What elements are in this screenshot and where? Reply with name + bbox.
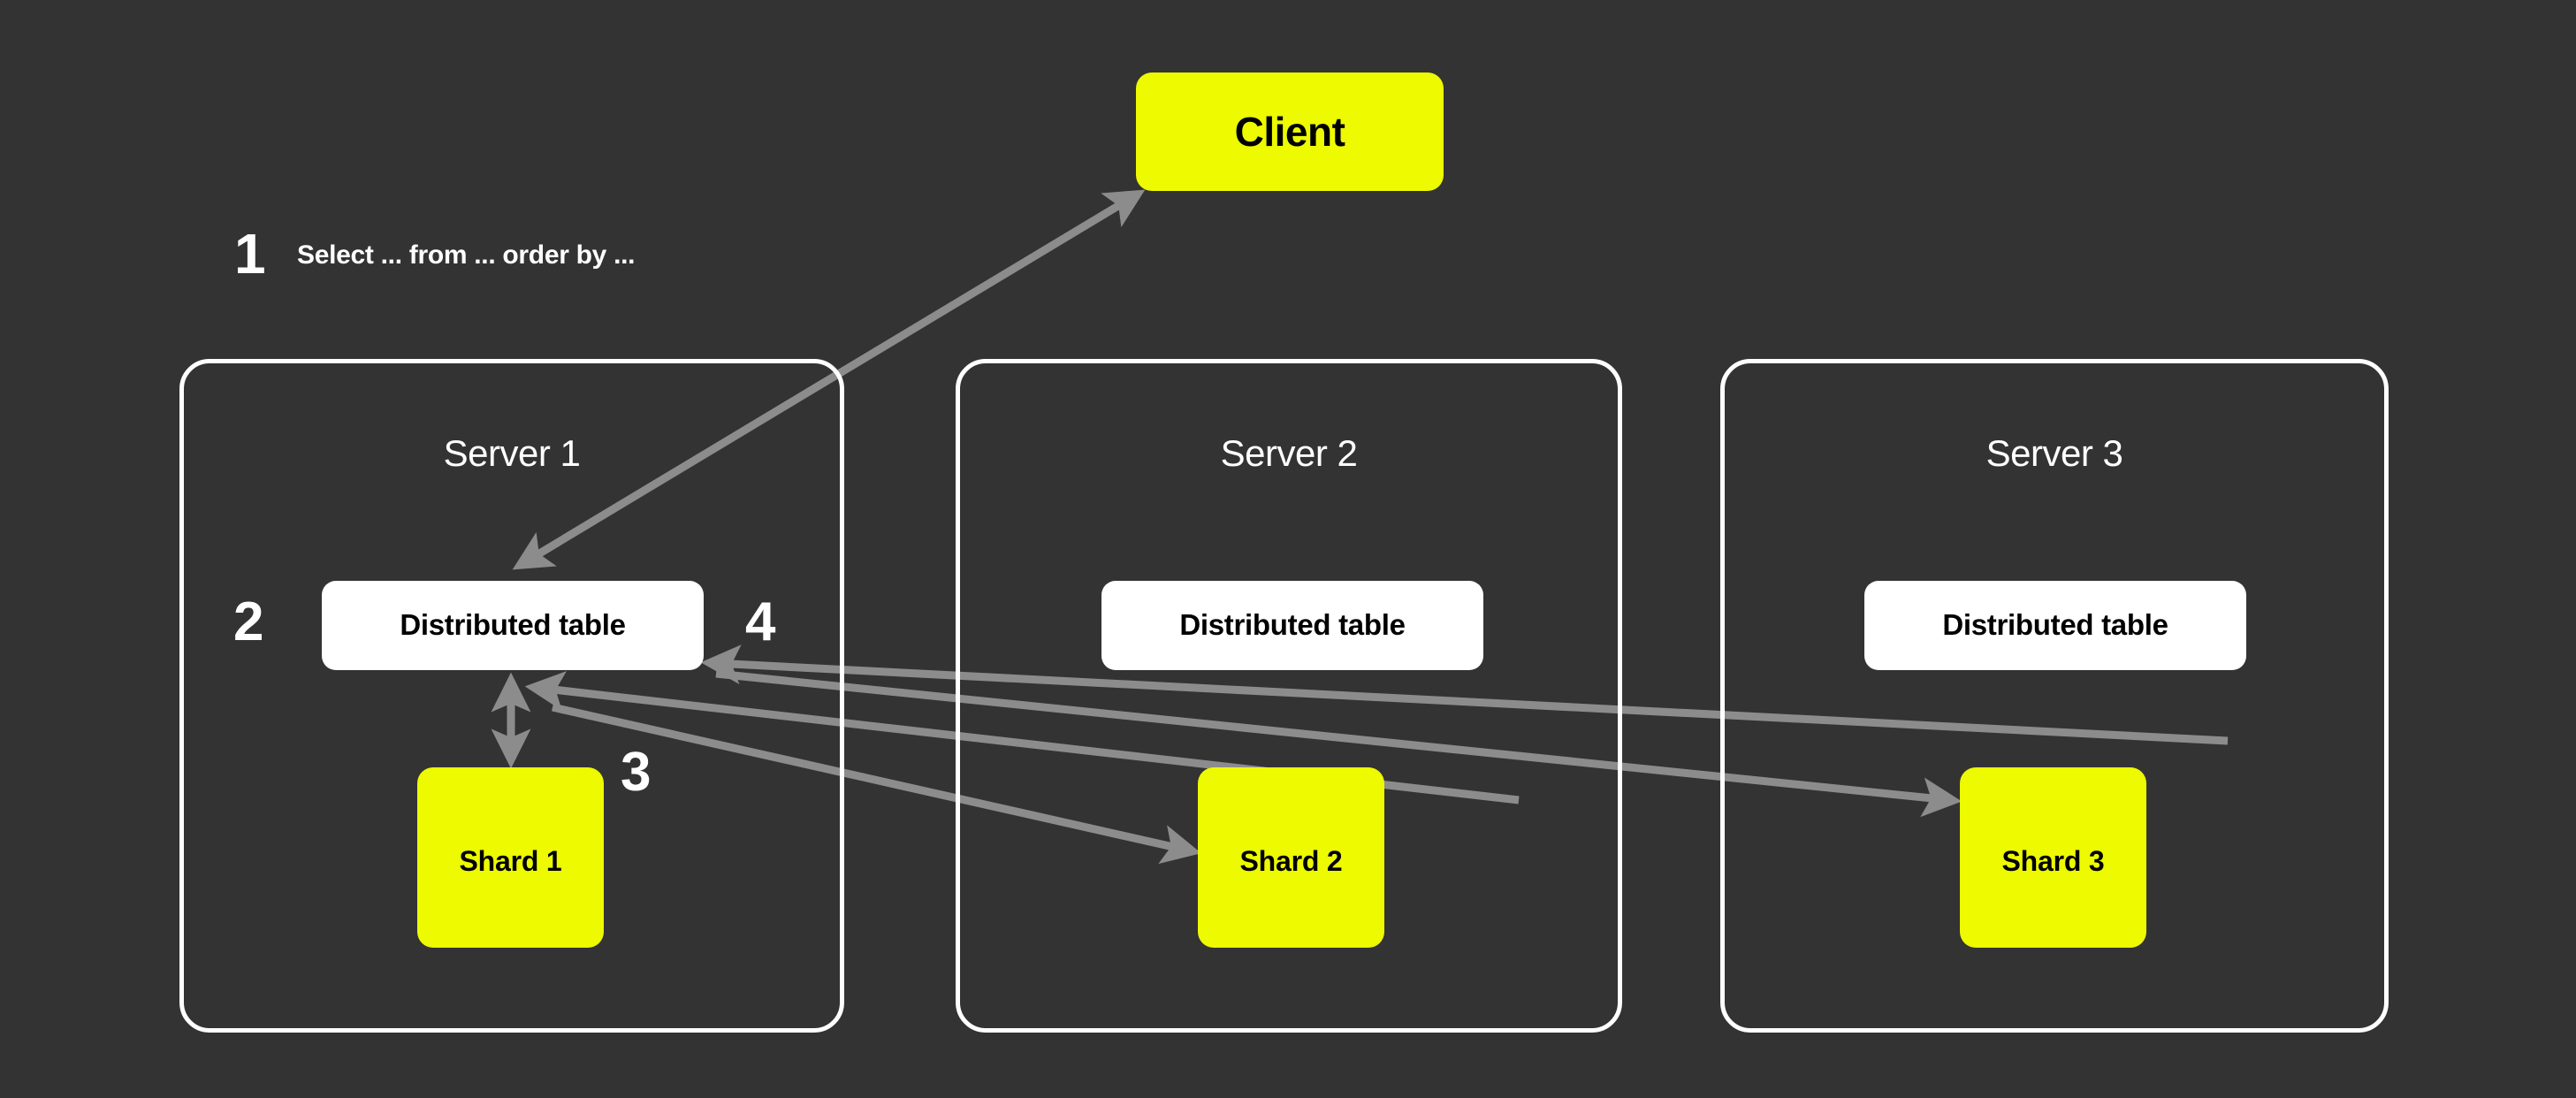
client-label: Client: [1234, 109, 1345, 155]
shard-node-3[interactable]: Shard 3: [1960, 767, 2146, 948]
shard-node-1[interactable]: Shard 1: [417, 767, 604, 948]
client-node[interactable]: Client: [1136, 72, 1444, 191]
server-title-1: Server 1: [443, 432, 581, 474]
step-number-4: 4: [745, 591, 776, 652]
distributed-table-2[interactable]: Distributed table: [1101, 581, 1483, 670]
server-title-2: Server 2: [1220, 432, 1358, 474]
step-number-3: 3: [621, 742, 652, 803]
server-panel-2: Server 2: [956, 359, 1622, 1033]
step-number-1: 1: [234, 222, 266, 286]
distributed-table-3[interactable]: Distributed table: [1864, 581, 2246, 670]
shard-node-2[interactable]: Shard 2: [1198, 767, 1384, 948]
server-panel-3: Server 3: [1720, 359, 2389, 1033]
distributed-table-1[interactable]: Distributed table: [322, 581, 704, 670]
server-title-3: Server 3: [1985, 432, 2123, 474]
step-number-2: 2: [233, 591, 264, 652]
query-label: Select ... from ... order by ...: [297, 240, 636, 270]
server-panel-1: Server 1: [179, 359, 844, 1033]
